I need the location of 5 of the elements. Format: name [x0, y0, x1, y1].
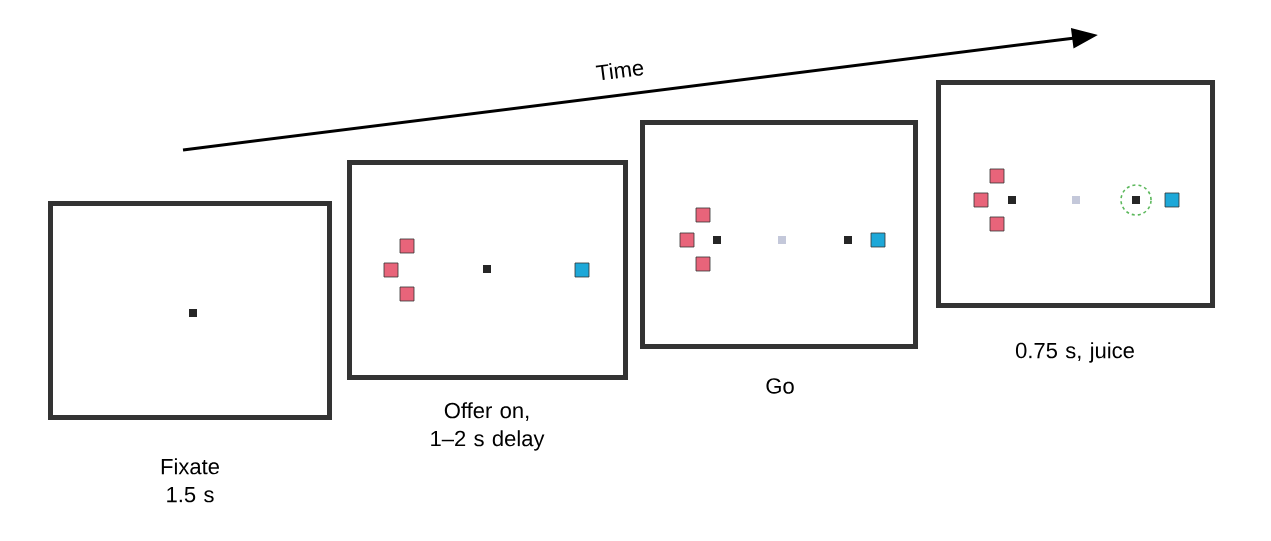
node-label: Fixate 1.5 s	[161, 458, 219, 503]
node-label: Go	[766, 378, 794, 394]
node-label: 0.75 s, juice	[1015, 342, 1134, 363]
node-label: Offer on, 1–2 s delay	[431, 402, 545, 451]
axis-label: Time	[595, 63, 644, 81]
